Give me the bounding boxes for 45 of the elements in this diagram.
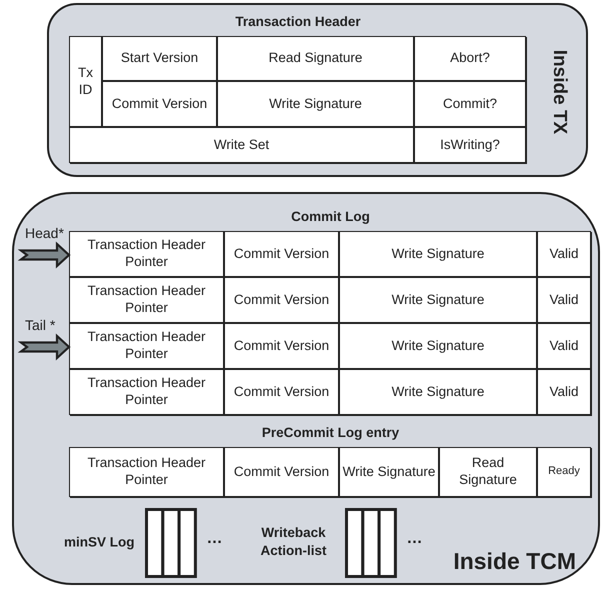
table-cell: Tx ID: [69, 36, 102, 127]
block-arrow: [18, 334, 71, 360]
table-heading: Transaction Header: [234, 14, 362, 28]
table-cell: Commit Version: [224, 369, 339, 415]
table-cell: Read Signature: [217, 36, 414, 81]
table-cell: Valid: [537, 277, 591, 323]
table-cell: Valid: [537, 323, 591, 369]
table-cell: Write Signature: [217, 81, 414, 127]
table-cell: Transaction Header Pointer: [69, 447, 224, 497]
table-cell: Abort?: [414, 36, 526, 81]
table-cell: Write Signature: [339, 231, 537, 277]
table-cell: IsWriting?: [414, 127, 526, 163]
ellipsis: …: [406, 530, 422, 548]
log-name: Writeback Action-list: [260, 524, 328, 560]
table-cell: Write Signature: [339, 369, 537, 415]
table-cell: Write Signature: [339, 277, 537, 323]
panel-title: Inside TCM: [453, 548, 576, 575]
table-cell: Commit Version: [102, 81, 217, 127]
table-cell: Transaction Header Pointer: [69, 277, 224, 323]
table-cell: Commit Version: [224, 277, 339, 323]
table-cell: Valid: [537, 369, 591, 415]
table-heading: Commit Log: [290, 208, 371, 224]
block-arrow: [18, 242, 71, 268]
rounded-panel: [47, 3, 588, 177]
log-name: minSV Log: [63, 533, 134, 552]
ellipsis: …: [206, 530, 222, 548]
table-cell: Read Signature: [439, 447, 537, 497]
table-cell: Commit Version: [224, 447, 339, 497]
table-cell: Transaction Header Pointer: [69, 231, 224, 277]
table-cell: Transaction Header Pointer: [69, 323, 224, 369]
table-cell: Start Version: [102, 36, 217, 81]
table-cell: Commit Version: [224, 323, 339, 369]
panel-title: Inside TX: [548, 48, 570, 136]
table-cell: Write Set: [69, 127, 414, 163]
table-cell: Commit?: [414, 81, 526, 127]
table-cell: Ready: [537, 447, 591, 497]
edge-label: Tail *: [25, 317, 56, 333]
rounded-panel: [12, 192, 600, 585]
table-cell: Commit Version: [224, 231, 339, 277]
table-cell: Write Signature: [339, 323, 537, 369]
table-cell: Write Signature: [339, 447, 439, 497]
table-heading: PreCommit Log entry: [260, 424, 400, 440]
table-cell: Transaction Header Pointer: [69, 369, 224, 415]
edge-label: Head*: [25, 225, 64, 241]
table-cell: Valid: [537, 231, 591, 277]
